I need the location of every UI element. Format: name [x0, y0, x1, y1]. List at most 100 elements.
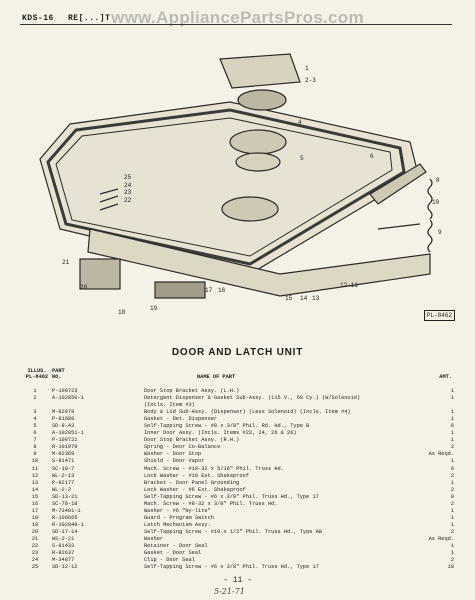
illus-cell: 11	[31, 465, 39, 472]
illus-cell: 19	[31, 521, 39, 528]
amount-cell: 1	[450, 521, 454, 528]
figure-ref: PL-8462	[423, 310, 455, 321]
part-name-cell: Guard - Program Switch	[144, 514, 214, 521]
illus-cell: 9	[33, 451, 37, 458]
parts-table: ILLUS. PL-8462 PART NO. NAME OF PART AMT…	[22, 366, 454, 571]
part-name-cell: Door Stop Bracket Assy. (L.H.)	[144, 388, 240, 394]
amount-cell: 1	[450, 416, 454, 423]
exploded-parts-diagram: 1 2-3 4 5 6 7 8 9 10 12-11 13 14 15 16 1…	[39, 53, 442, 316]
amount-cell: 2	[450, 486, 454, 493]
illus-cell: 24	[31, 557, 39, 564]
illus-cell: 10	[31, 458, 39, 465]
part-no-cell: R-101979	[52, 444, 78, 451]
part-no-cell: R-102949-1	[52, 521, 84, 528]
part-no-cell: P-81689	[52, 416, 75, 423]
callout-5: 5	[300, 155, 304, 162]
amount-cell: 1	[450, 507, 454, 514]
part-no-cell: R-106665	[52, 514, 78, 521]
part-name-cell: Retainer - Door Seal	[144, 543, 208, 550]
part-name-cell: Clip - Door Seal	[144, 557, 195, 564]
part-no-cell: SD-13-21	[52, 493, 78, 500]
amount-cell: 1	[450, 395, 454, 402]
amount-cell: 2	[450, 528, 454, 535]
part-name-cell: Lock Washer - #6 Ext. Shakeproof	[144, 486, 246, 493]
part-name-cell: Bracket - Door Panel Grounding	[144, 479, 240, 486]
amount-cell: As Reqd.	[428, 451, 454, 458]
callout-2-3: 2-3	[305, 77, 316, 84]
illus-cell: 15	[31, 493, 39, 500]
illus-cell: 22	[31, 543, 39, 550]
illus-cell: 6	[33, 430, 37, 437]
part-no-cell: S-81471	[52, 458, 75, 465]
part-no-cell: M-82978	[52, 409, 75, 416]
callout-25: 25	[124, 174, 132, 181]
part-no-cell: A-102851-1	[52, 430, 84, 437]
illus-cell: 20	[31, 528, 39, 535]
table-row: 19 R-102949-1 Latch Mechanism Assy. 1	[22, 522, 454, 529]
illus-cell: 23	[31, 550, 39, 557]
illus-cell: 2	[33, 395, 37, 402]
illus-cell: 1	[33, 388, 37, 394]
amount-cell: 6	[450, 465, 454, 472]
part-name-cell: Inner Door Assy. (Incls. Items #22, 24, …	[144, 430, 297, 437]
part-no-cell: WS-2-21	[52, 535, 75, 542]
amount-cell: 1	[450, 550, 454, 557]
part-name-cell: Latch Mechanism Assy.	[144, 521, 211, 528]
callout-22: 22	[124, 197, 132, 204]
table-row: 4 P-81689 Gasket - Det. Dispenser 1	[22, 416, 454, 423]
illus-cell: 12	[31, 472, 39, 479]
callout-8: 8	[436, 177, 440, 184]
illus-cell: 14	[31, 486, 39, 493]
header-code: KDS-16	[22, 14, 54, 23]
part-name-cell: Washer - #6 "Ny-lite"	[144, 507, 211, 514]
amount-cell: As Reqd.	[428, 535, 454, 542]
handwritten-date: 5-21-71	[214, 587, 245, 596]
callout-4: 4	[298, 119, 302, 126]
illus-cell: 4	[33, 416, 37, 423]
callout-18: 18	[118, 309, 126, 316]
part-no-cell: P-100721	[52, 437, 78, 444]
part-name-cell: Gasket - Det. Dispenser	[144, 416, 218, 423]
amount-cell: 1	[450, 409, 454, 416]
part-name-cell: Detergent Dispenser & Gasket Sub-Assy. (…	[144, 395, 361, 402]
part-no-cell: SD-17-14	[52, 528, 78, 535]
illus-cell: 8	[33, 444, 37, 451]
part-no-cell: M-73401-1	[52, 507, 81, 514]
callout-12-11: 12-11	[340, 282, 358, 289]
table-row: 6 A-102851-1 Inner Door Assy. (Incls. Item…	[22, 430, 454, 437]
amount-cell: 1	[450, 437, 454, 444]
amount-cell: 2	[450, 557, 454, 564]
part-no-cell: S-81433	[52, 543, 75, 550]
header-rule	[20, 24, 452, 25]
table-row: (Incls. Item #3)	[22, 402, 454, 409]
illus-cell: 7	[33, 437, 37, 444]
part-no-cell: M-34877	[52, 557, 75, 564]
amount-cell: 2	[450, 472, 454, 479]
part-name-cell: Lock Washer - #10 Ext. Shakeproof	[144, 472, 249, 479]
callout-13: 13	[312, 295, 320, 302]
amount-cell: 1	[450, 514, 454, 521]
part-no-cell: SC-10-7	[52, 465, 75, 472]
part-no-cell: A-102850-1	[52, 395, 84, 402]
illus-cell: 13	[31, 479, 39, 486]
part-name-cell: Mach. Screw - #10-32 x 5/16" Phil. Truss…	[144, 465, 284, 472]
page-number: - 11 -	[223, 576, 252, 585]
amount-cell: 1	[450, 388, 454, 394]
watermark: www.AppliancePartsPros.com	[111, 8, 364, 27]
callout-20: 20	[80, 284, 88, 291]
amount-cell: 18	[447, 564, 454, 571]
part-name-cell: (Incls. Item #3)	[144, 402, 195, 409]
part-name-cell: Shield - Door Vapor	[144, 458, 205, 465]
callout-9: 9	[438, 229, 442, 236]
part-no-cell: WL-2-2	[52, 486, 72, 493]
